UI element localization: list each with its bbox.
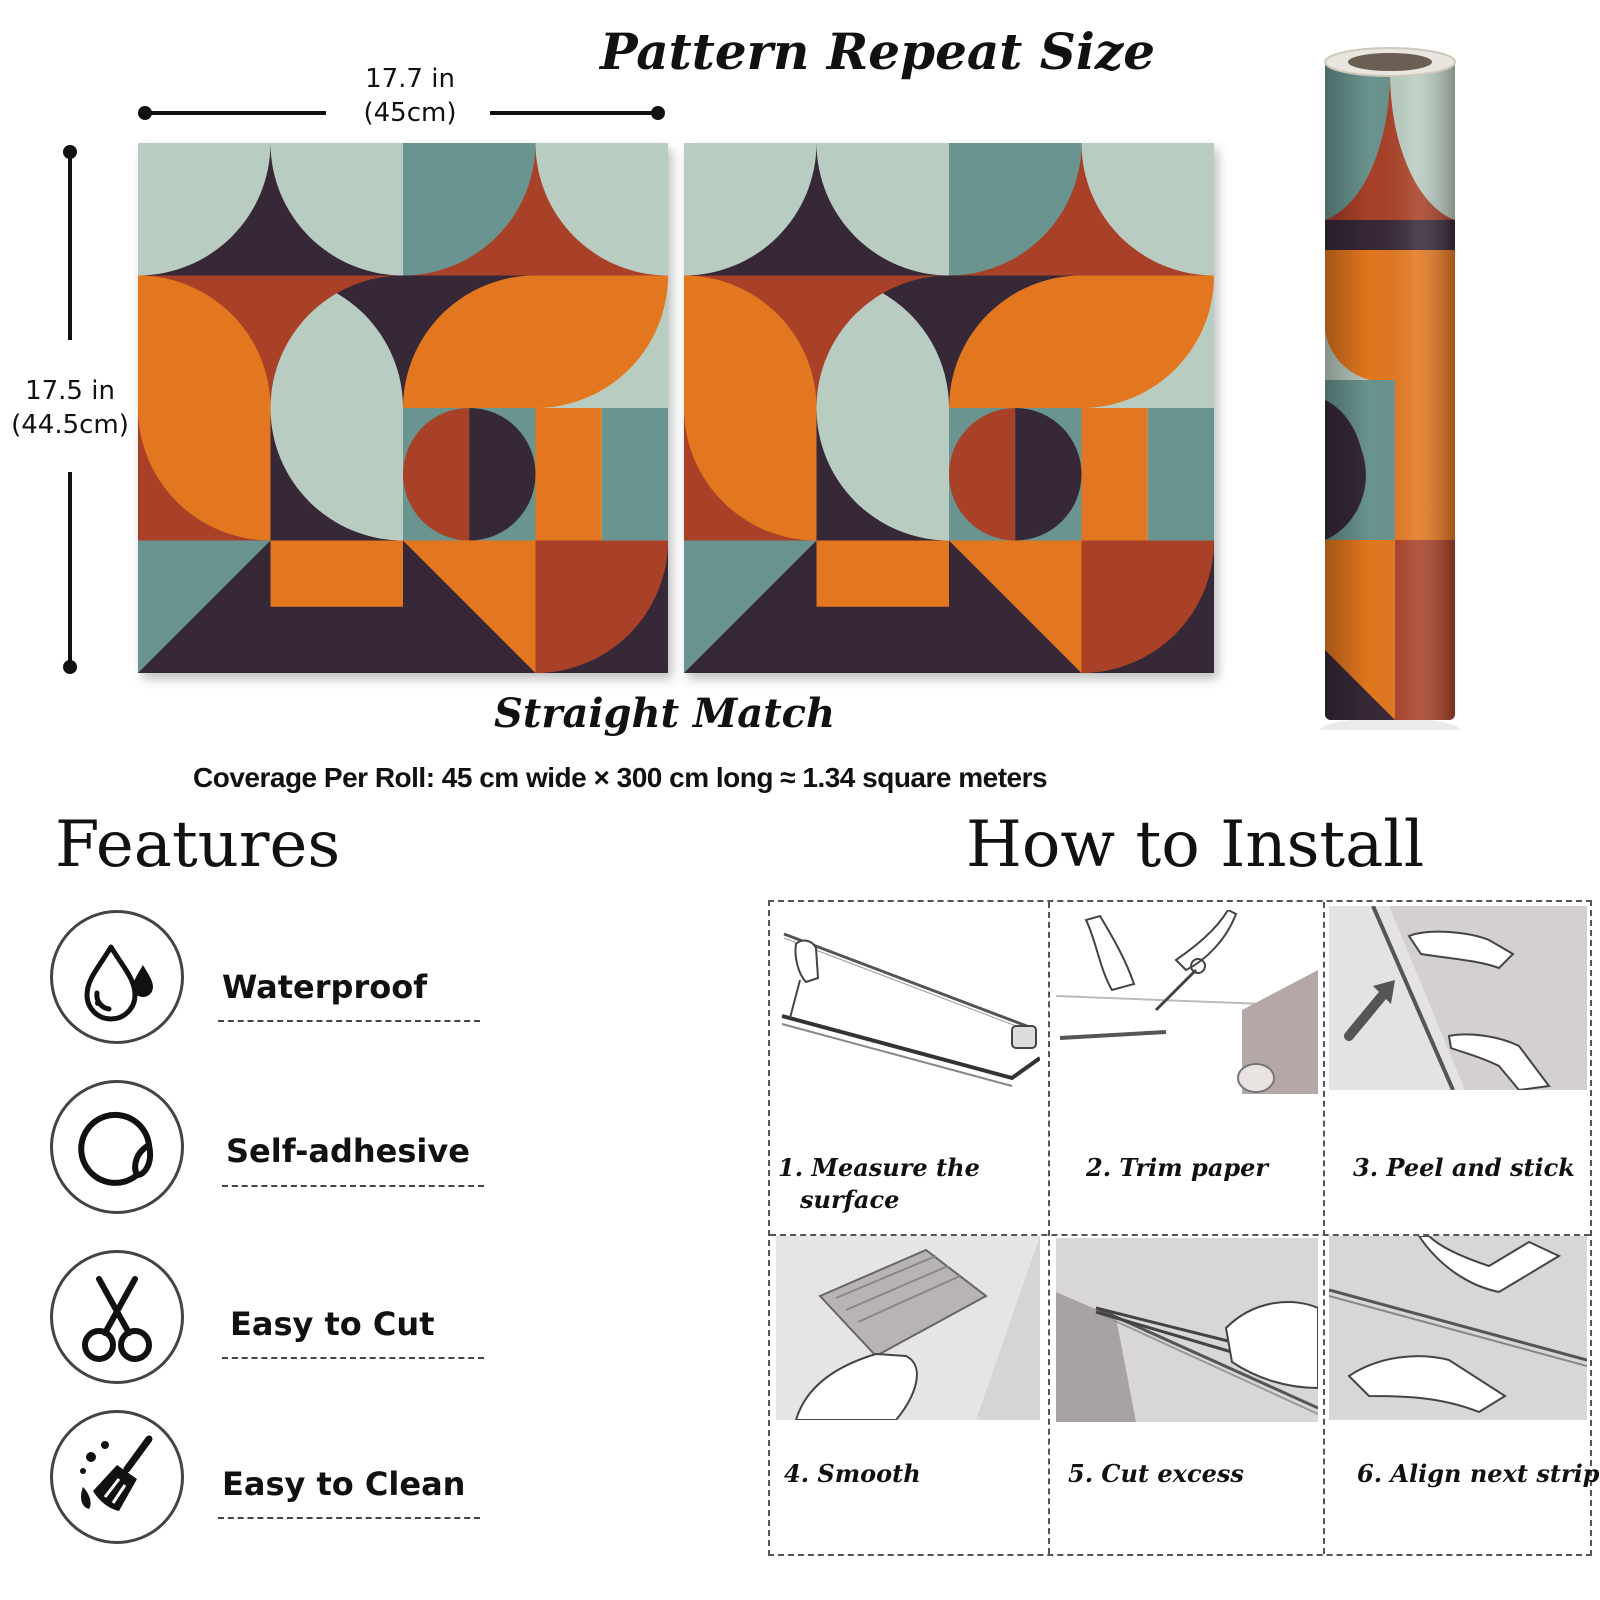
width-centimeters: (45cm)	[363, 98, 457, 128]
page-title: Pattern Repeat Size	[600, 22, 1156, 81]
height-dimension-label: 17.5 in (44.5cm)	[0, 374, 140, 442]
match-type-label: Straight Match	[494, 690, 836, 737]
broom-icon	[80, 1435, 153, 1511]
step-label: 3. Peel and stick	[1353, 1153, 1575, 1182]
measure-sketch	[776, 908, 1040, 1092]
install-heading: How to Install	[966, 808, 1425, 882]
install-step-6: 6. Align next strip	[1325, 1236, 1599, 1554]
feature-label: Easy to Clean	[222, 1465, 466, 1503]
install-steps-grid: 1. Measure the surface 2. Trim paper	[768, 900, 1599, 1556]
height-inches: 17.5 in	[25, 376, 115, 406]
feature-icon-circle	[50, 1410, 184, 1544]
step-label: 4. Smooth	[784, 1459, 921, 1488]
feature-label: Self-adhesive	[226, 1132, 470, 1170]
feature-divider	[218, 1020, 480, 1022]
smooth-sketch	[776, 1236, 1040, 1420]
feature-icon-circle	[50, 910, 184, 1044]
dimension-endpoint	[651, 106, 665, 120]
install-step-2: 2. Trim paper	[1050, 902, 1323, 1234]
scissors-icon	[82, 1276, 152, 1362]
width-dimension-label: 17.7 in (45cm)	[340, 62, 480, 130]
grid-divider	[770, 1234, 1590, 1236]
step-label: 1. Measure the	[778, 1153, 980, 1182]
width-dimension-line	[144, 111, 326, 115]
peeling-sticker-icon	[78, 1111, 153, 1186]
feature-icon-circle	[50, 1250, 184, 1384]
feature-label: Waterproof	[222, 968, 428, 1006]
feature-divider	[222, 1357, 484, 1359]
coverage-text: Coverage Per Roll: 45 cm wide × 300 cm l…	[193, 762, 1048, 793]
grid-divider	[1323, 902, 1325, 1554]
install-step-3: 3. Peel and stick	[1325, 902, 1590, 1234]
grid-divider	[1048, 902, 1050, 1554]
step-label: 2. Trim paper	[1086, 1153, 1269, 1182]
step-label: surface	[800, 1185, 900, 1214]
feature-icon-circle	[50, 1080, 184, 1214]
width-inches: 17.7 in	[365, 64, 455, 94]
step-label: 6. Align next strip	[1357, 1459, 1600, 1488]
feature-label: Easy to Cut	[230, 1305, 435, 1343]
wallpaper-roll	[1320, 47, 1460, 730]
features-heading: Features	[55, 808, 341, 882]
height-dimension-line	[68, 150, 72, 340]
height-centimeters: (44.5cm)	[11, 410, 129, 440]
water-drops-icon	[84, 944, 153, 1022]
peel-stick-sketch	[1329, 906, 1587, 1090]
feature-divider	[222, 1185, 484, 1187]
trim-paper-sketch	[1056, 910, 1318, 1094]
feature-divider	[218, 1517, 480, 1519]
dimension-endpoint	[63, 660, 77, 674]
cut-excess-sketch	[1056, 1238, 1318, 1422]
width-dimension-line	[490, 111, 658, 115]
install-step-5: 5. Cut excess	[1050, 1236, 1323, 1554]
align-strip-sketch	[1329, 1236, 1587, 1420]
step-label: 5. Cut excess	[1068, 1459, 1244, 1488]
install-step-1: 1. Measure the surface	[770, 902, 1048, 1234]
install-step-4: 4. Smooth	[770, 1236, 1048, 1554]
height-dimension-line	[68, 472, 72, 664]
pattern-tile-left	[138, 143, 668, 673]
pattern-tile-right	[684, 143, 1214, 673]
